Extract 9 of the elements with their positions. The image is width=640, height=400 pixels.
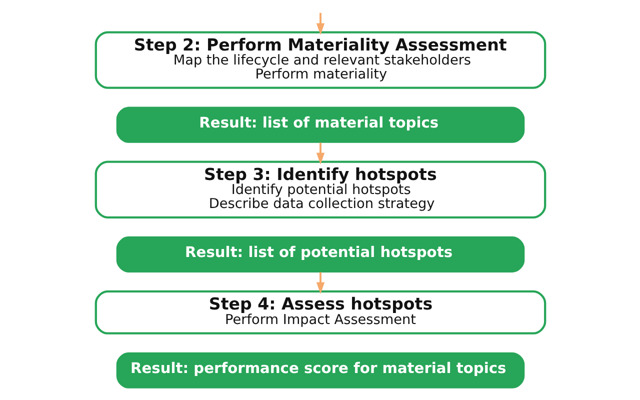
node-box: Step 2: Perform Materiality Assessment Map the lifecycle and relevant stakeholders Perform materiality	[94, 31, 546, 89]
node-box: Step 3: Identify hotspots Identify potential hotspots Describe data collection strategy	[94, 160, 546, 218]
arrow	[316, 12, 324, 35]
node-box: Result: list of material topics	[116, 106, 524, 143]
node-box: Result: list of potential hotspots	[116, 236, 524, 272]
arrow	[316, 142, 324, 165]
node-box: Result: performance score for material topics	[116, 352, 524, 388]
node-box: Step 4: Assess hotspots Perform Impact Assessment	[94, 290, 546, 334]
arrow	[316, 272, 324, 294]
